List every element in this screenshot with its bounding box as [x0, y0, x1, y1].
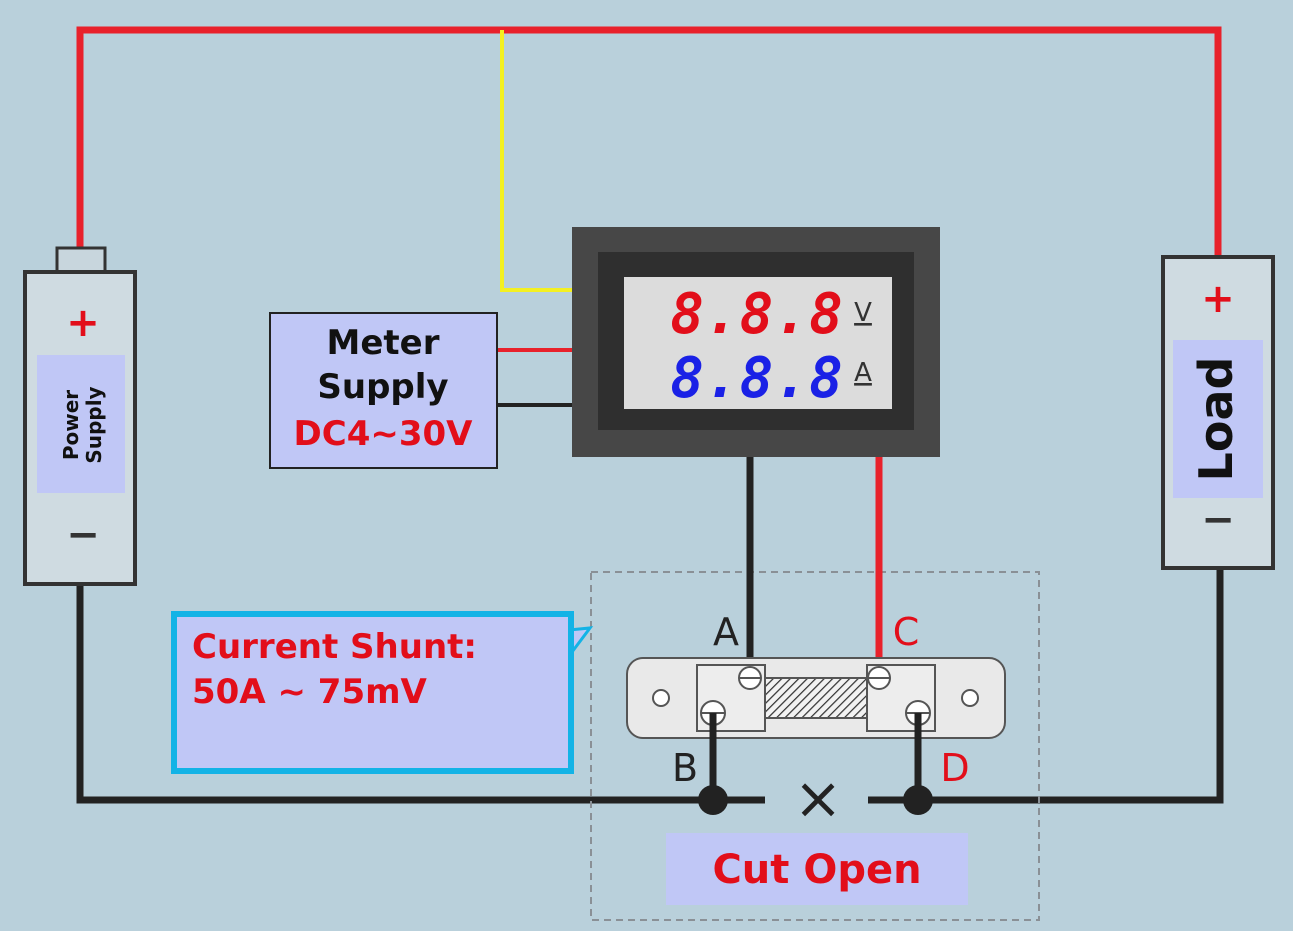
battery-label-band	[37, 355, 125, 493]
power-supply-label-line1: Power	[59, 390, 83, 460]
junction-b	[698, 785, 728, 815]
shunt-mount-hole-right	[961, 689, 979, 707]
callout-line1: Current Shunt:	[192, 627, 477, 667]
terminal-label-d: D	[940, 746, 969, 790]
voltage-unit: V	[854, 298, 872, 328]
cut-open-label: Cut Open	[712, 847, 921, 893]
panel-meter: 8.8.8 V 8.8.8 A	[572, 227, 940, 457]
current-display: 8.8.8	[670, 346, 844, 411]
meter-supply-box: Meter Supply DC4~30V	[269, 312, 498, 469]
positive-wire	[76, 26, 1222, 258]
load-label: Load	[1189, 357, 1243, 482]
meter-supply-line1: Meter	[327, 323, 440, 363]
current-unit: A	[854, 358, 872, 388]
load-label-band	[1173, 340, 1263, 498]
load-minus-sign: −	[1201, 497, 1235, 543]
voltage-sense-wire	[500, 30, 575, 292]
callout-box	[171, 611, 574, 774]
power-supply-label-line2: Supply	[82, 386, 106, 463]
load: + − Load	[1161, 255, 1275, 570]
screw-a	[738, 666, 762, 690]
meter-screen	[624, 277, 892, 409]
load-plus-sign: +	[1201, 276, 1235, 322]
power-supply-minus-sign: −	[66, 512, 100, 558]
negative-wire-load	[868, 568, 1224, 804]
callout-line2: 50A ~ 75mV	[192, 672, 428, 712]
screw-c	[867, 666, 891, 690]
terminal-label-c: C	[893, 610, 920, 654]
junction-d	[903, 785, 933, 815]
shunt-mount-hole-left	[652, 689, 670, 707]
cut-open-label-bg	[666, 833, 968, 905]
meter-supply-range: DC4~30V	[294, 414, 474, 454]
current-shunt	[626, 657, 1006, 739]
negative-wire-supply	[76, 585, 765, 804]
terminal-label-a: A	[713, 610, 739, 654]
shunt-callout: Current Shunt: 50A ~ 75mV	[171, 611, 594, 774]
cut-mark: ×	[794, 764, 843, 832]
meter-supply-line2: Supply	[317, 367, 448, 407]
shunt-area-outline	[590, 571, 1040, 921]
shunt-resistor-element	[764, 677, 868, 719]
voltage-display: 8.8.8	[670, 282, 844, 347]
power-supply-plus-sign: +	[66, 300, 100, 346]
power-supply: + − Power Supply	[23, 246, 137, 586]
terminal-label-b: B	[672, 746, 698, 790]
meter-supply-box-bg	[269, 312, 498, 469]
